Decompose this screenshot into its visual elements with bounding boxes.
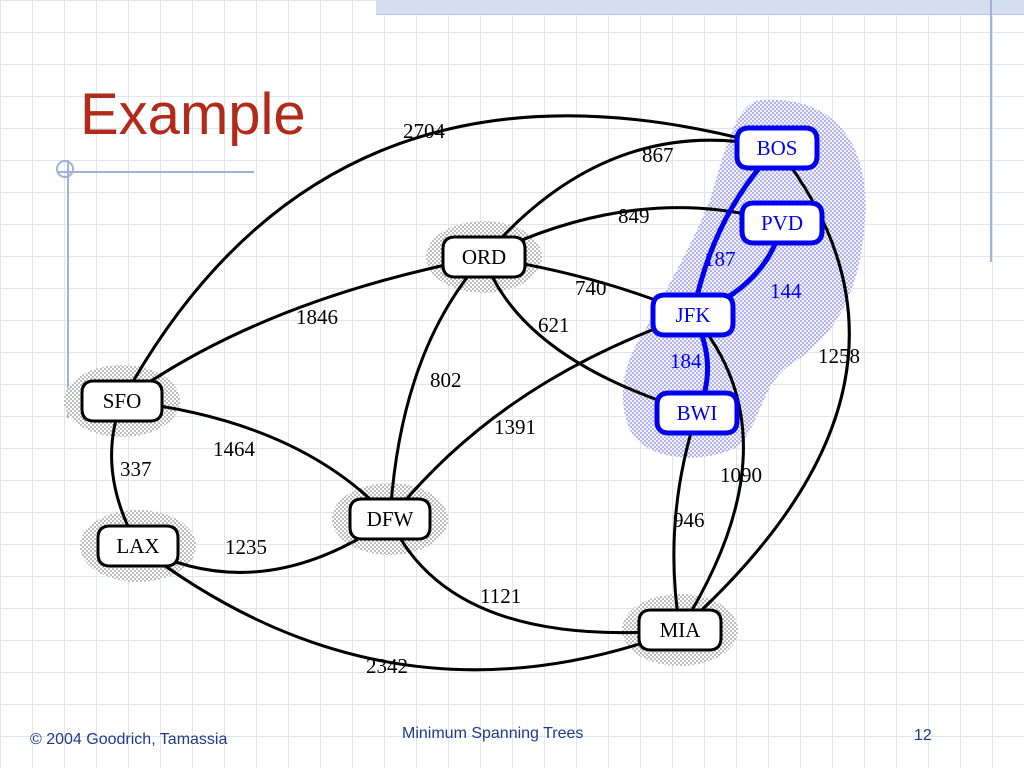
airport-node-mia: MIA <box>637 608 723 652</box>
node-label: BOS <box>757 136 798 160</box>
node-shape <box>348 497 432 541</box>
node-shape <box>80 379 164 423</box>
node-label: LAX <box>116 534 159 558</box>
edge-weight-label: 849 <box>618 204 650 228</box>
airport-node-lax: LAX <box>96 524 180 568</box>
edge-weight-label: 1121 <box>480 584 521 608</box>
edge-dfw-mia <box>388 517 682 635</box>
edge-dfw-jfk <box>388 313 695 521</box>
edge-ord-dfw <box>388 255 486 521</box>
top-decor-band <box>376 0 1024 15</box>
node-label: SFO <box>103 389 142 413</box>
node-shape <box>441 235 527 279</box>
edge-weight-label: 867 <box>642 143 674 167</box>
node-shape <box>739 200 825 246</box>
edge-weight-label: 1391 <box>494 415 536 439</box>
edge-weight-label: 1846 <box>296 305 338 329</box>
edge-weight-label: 337 <box>120 457 152 481</box>
edge-weight-label: 2704 <box>403 119 446 143</box>
title-underline <box>58 171 254 173</box>
edge-sfo-dfw <box>120 399 392 521</box>
edge-weight-label: 946 <box>673 508 705 532</box>
edge-weight-label: 1235 <box>225 535 267 559</box>
airport-node-jfk: JFK <box>650 292 736 338</box>
edge-jfk-mia <box>678 313 745 632</box>
slide-topic-footer: Minimum Spanning Trees <box>402 725 584 742</box>
airport-node-bos: BOS <box>734 125 820 171</box>
airport-node-ord: ORD <box>441 235 527 279</box>
node-shape <box>734 125 820 171</box>
edge-weight-label: 802 <box>430 368 462 392</box>
edge-weight-label: 621 <box>538 313 570 337</box>
edge-weight-label: 740 <box>575 276 607 300</box>
edge-ord-bwi <box>482 255 699 415</box>
edge-bwi-mia <box>672 411 699 632</box>
node-label: ORD <box>462 245 506 269</box>
right-decor-line <box>990 0 992 262</box>
node-shape <box>637 608 723 652</box>
edge-ord-bos <box>482 138 779 259</box>
node-group: BOS PVD ORD JFK BWI SFO DFW LAX MIA <box>80 125 825 652</box>
edge-weight-label: 2342 <box>366 654 408 678</box>
left-decor-line <box>67 160 69 418</box>
node-label: JFK <box>675 303 710 327</box>
node-label: MIA <box>660 618 702 642</box>
node-label: BWI <box>677 401 718 425</box>
edge-weight-label: 1464 <box>213 437 256 461</box>
edge-weight-label: 1258 <box>818 344 860 368</box>
slide-title: Example <box>80 82 306 147</box>
node-shape <box>650 292 736 338</box>
node-label: DFW <box>367 507 414 531</box>
node-label: PVD <box>761 211 803 235</box>
airport-node-pvd: PVD <box>739 200 825 246</box>
copyright-footer: © 2004 Goodrich, Tamassia <box>30 731 228 748</box>
edge-lax-mia <box>136 544 682 672</box>
edge-weight-label: 187 <box>704 247 736 271</box>
edge-sfo-bos <box>120 114 779 403</box>
edge-sfo-ord <box>120 255 486 403</box>
airport-node-dfw: DFW <box>348 497 432 541</box>
weight-label-group: 2704 867 849 187 144 740 1846 621 184 1258 802 1391… <box>120 119 860 678</box>
node-shape <box>654 390 740 436</box>
edge-weight-label: 184 <box>670 349 702 373</box>
airport-node-sfo: SFO <box>80 379 164 423</box>
page-number: 12 <box>914 727 932 744</box>
edge-weight-label: 144 <box>770 279 802 303</box>
airport-node-bwi: BWI <box>654 390 740 436</box>
edge-weight-label: 1090 <box>720 463 762 487</box>
node-shape <box>96 524 180 568</box>
decor-circle <box>56 160 74 178</box>
